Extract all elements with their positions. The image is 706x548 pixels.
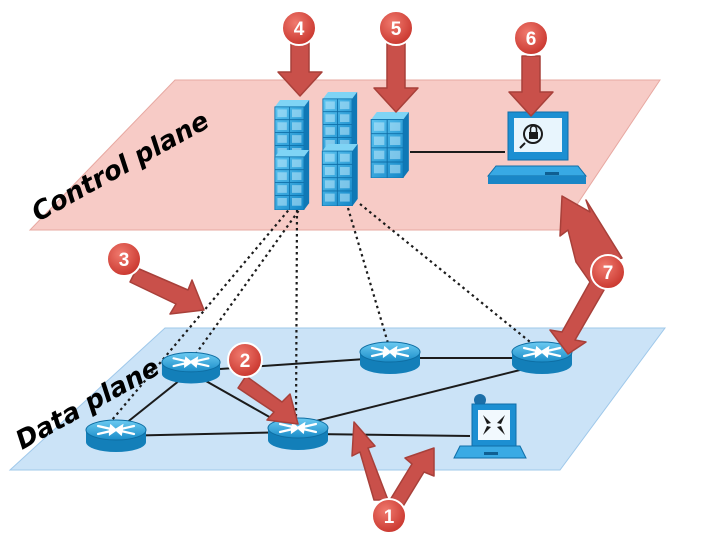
controller-single [370, 112, 410, 178]
callout-arrows [129, 41, 623, 509]
callout-badge-3: 3 [106, 241, 142, 277]
callout-badge-7-label: 7 [603, 263, 614, 284]
laptop-icon [453, 394, 527, 459]
callout-badge-3-label: 3 [119, 250, 130, 271]
callout-badge-2: 2 [227, 342, 263, 378]
server-rack-icon [370, 112, 410, 178]
callout-badge-2-label: 2 [240, 351, 251, 372]
router-icon [160, 351, 222, 385]
callout-badge-6: 6 [513, 20, 549, 56]
callout-badge-4-label: 4 [294, 19, 305, 40]
server-rack-icon [321, 144, 359, 206]
callout-badge-6-label: 6 [526, 29, 537, 50]
router-icon [84, 418, 148, 454]
callout-badge-4: 4 [281, 10, 317, 46]
callout-badge-1-label: 1 [384, 507, 395, 528]
server-rack-icon [274, 150, 310, 210]
router-icon [358, 340, 422, 376]
secure-workstation-icon [486, 111, 588, 184]
callout-badge-7: 7 [590, 254, 626, 290]
server-rack-icon [322, 92, 358, 152]
callout-badge-5: 5 [378, 10, 414, 46]
callout-badge-1: 1 [371, 498, 407, 534]
control-channels [111, 203, 541, 425]
callout-badges: 4 5 6 3 2 7 1 [106, 10, 626, 534]
callout-badge-5-label: 5 [391, 19, 402, 40]
